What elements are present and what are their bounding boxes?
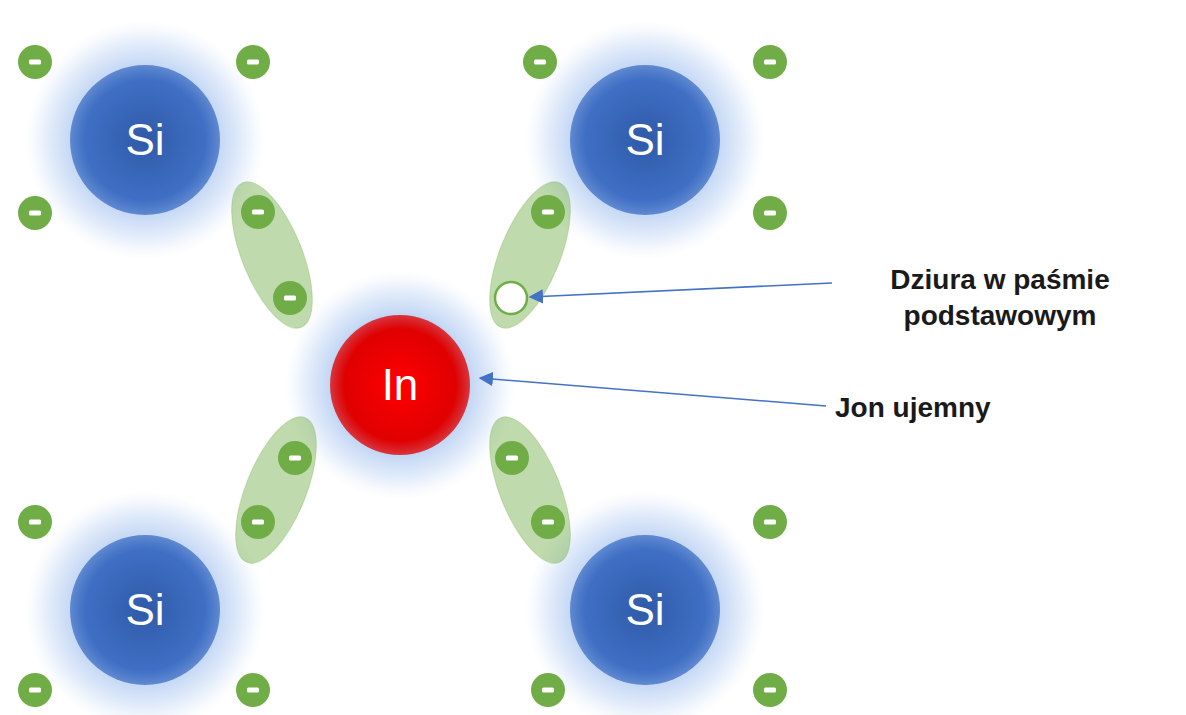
electron: [523, 45, 557, 79]
electron-dot: [278, 441, 312, 475]
atom-glow: [25, 20, 265, 260]
electron-dot: [523, 45, 557, 79]
electron: [531, 673, 565, 707]
electron: [278, 441, 312, 475]
minus-sign: [764, 60, 776, 65]
hole: [495, 282, 527, 314]
element-symbol: Si: [625, 118, 664, 162]
minus-sign: [542, 520, 554, 525]
electron: [753, 505, 787, 539]
electron: [273, 281, 307, 315]
minus-sign: [29, 60, 41, 65]
electron-dot: [531, 195, 565, 229]
atom-core: [570, 535, 720, 685]
silicon-atom: Si: [70, 535, 220, 685]
silicon-atom: Si: [570, 65, 720, 215]
atom-core: [70, 535, 220, 685]
minus-sign: [289, 456, 301, 461]
hole-label: Dziura w paśmie podstawowym: [835, 262, 1165, 335]
bond-ellipse: [219, 406, 333, 573]
silicon-atom: Si: [70, 65, 220, 215]
electron-dot: [273, 281, 307, 315]
minus-sign: [29, 211, 41, 216]
atom-glow: [285, 270, 515, 500]
bond-ellipse: [473, 406, 587, 573]
minus-sign: [252, 520, 264, 525]
electron: [18, 673, 52, 707]
atom-glows: [25, 20, 765, 715]
element-symbol: In: [382, 363, 419, 407]
electron-dot: [18, 196, 52, 230]
electron: [236, 673, 270, 707]
minus-sign: [284, 296, 296, 301]
element-symbol: Si: [625, 588, 664, 632]
atom-glow: [525, 490, 765, 715]
electron: [18, 196, 52, 230]
electron-dot: [753, 505, 787, 539]
electron-dot: [18, 45, 52, 79]
electron: [241, 195, 275, 229]
minus-sign: [764, 688, 776, 693]
minus-sign: [247, 688, 259, 693]
electron-dot: [18, 673, 52, 707]
electron-dot: [753, 673, 787, 707]
element-symbol: Si: [125, 118, 164, 162]
electron-dot: [531, 505, 565, 539]
electron: [753, 196, 787, 230]
minus-sign: [542, 210, 554, 215]
bond-ellipse: [215, 171, 329, 338]
silicon-atom: Si: [570, 535, 720, 685]
minus-sign: [247, 60, 259, 65]
covalent-bonds: [215, 171, 587, 573]
minus-sign: [534, 60, 546, 65]
electron: [531, 195, 565, 229]
electron: [18, 45, 52, 79]
electron: [531, 505, 565, 539]
electron: [753, 673, 787, 707]
bond-ellipse: [473, 171, 587, 338]
electron-dot: [18, 505, 52, 539]
electron: [236, 45, 270, 79]
electron: [241, 505, 275, 539]
atom-core: [330, 315, 470, 455]
electron-dot: [236, 45, 270, 79]
electron-dot: [236, 673, 270, 707]
leader-arrow: [530, 283, 832, 297]
element-symbol: Si: [125, 588, 164, 632]
ion-label: Jon ujemny: [835, 390, 1035, 426]
minus-sign: [764, 520, 776, 525]
indium-ion: In: [330, 315, 470, 455]
electron-dot: [241, 195, 275, 229]
electron-dot: [753, 196, 787, 230]
minus-sign: [29, 688, 41, 693]
minus-sign: [506, 456, 518, 461]
minus-sign: [764, 211, 776, 216]
electron: [753, 45, 787, 79]
electron-dot: [753, 45, 787, 79]
electron-dot: [531, 673, 565, 707]
minus-sign: [29, 520, 41, 525]
electron-dot: [495, 441, 529, 475]
leader-lines: [480, 283, 832, 406]
electron: [495, 441, 529, 475]
electrons: [18, 45, 787, 707]
minus-sign: [542, 688, 554, 693]
hole-marker: [495, 282, 527, 314]
leader-arrow: [480, 378, 826, 406]
electron-dot: [241, 505, 275, 539]
atom-glow: [25, 490, 265, 715]
electron: [18, 505, 52, 539]
atom-core: [570, 65, 720, 215]
atom-core: [70, 65, 220, 215]
minus-sign: [252, 210, 264, 215]
